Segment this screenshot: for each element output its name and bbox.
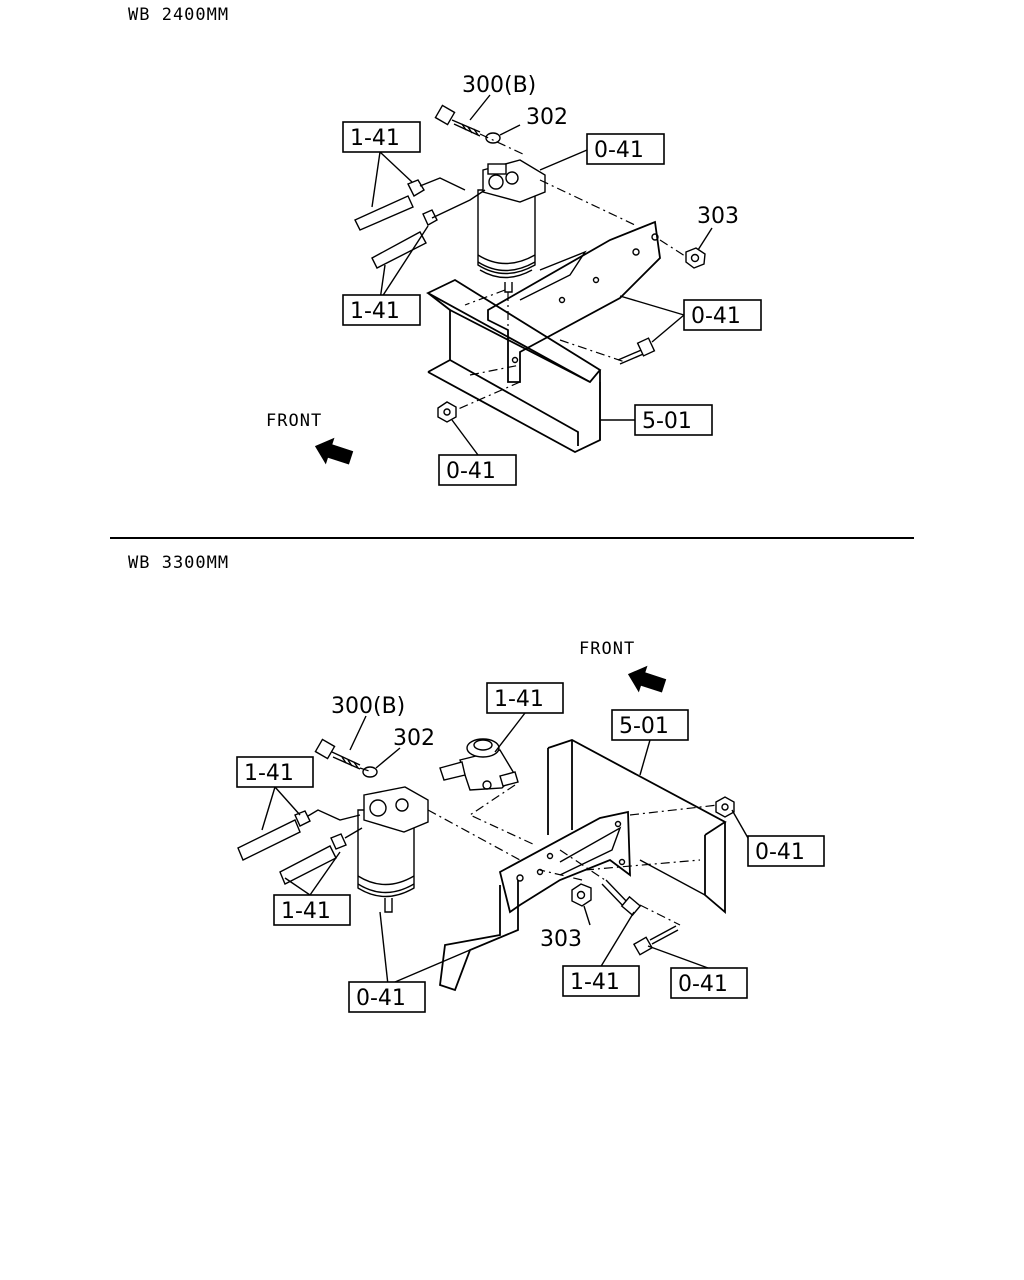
top-front-arrow-icon [314,437,354,465]
bottom-ref-box-141-pump [486,682,564,714]
bottom-ref-box-501-frame [611,709,689,741]
diagram-title-wb-3300: WB 3300MM [128,553,230,573]
bottom-ref-141-left-lower: 1-41 [281,899,331,924]
bottom-label-300b: 300(B) [331,694,405,719]
bottom-ref-141-pump: 1-41 [494,687,544,712]
top-label-303: 303 [697,204,739,229]
top-leader-lines [371,94,713,456]
bottom-assembly: 300(B) 302 303 1-41 1-41 1-41 5-01 0-41 … [236,639,825,1013]
bottom-priming-pump [439,738,519,791]
bottom-front-arrow-icon [627,665,667,693]
bottom-label-302: 302 [393,726,435,751]
top-ref-141-lower: 1-41 [350,299,400,324]
bottom-ref-box-041-bracket [348,981,426,1013]
top-ref-041-bracket: 0-41 [594,138,644,163]
bottom-bolt-300b [314,738,361,770]
bottom-ref-box-141-left-lower [273,894,351,926]
bottom-assembly-lines [359,767,719,926]
bottom-ref-box-141-left-upper [236,756,314,788]
bottom-ref-box-041-nut [747,835,825,867]
top-nut-303 [685,247,706,269]
top-frame-channel [426,278,602,454]
bottom-mounting-bracket [439,810,631,992]
bottom-ref-041-bolt: 0-41 [678,972,728,997]
bottom-fuel-hoses [237,809,363,885]
bottom-bolt-middle [601,879,642,917]
top-ref-box-041-bolt [683,299,762,331]
bottom-frame-channel [547,739,727,914]
bottom-ref-141-left-upper: 1-41 [244,761,294,786]
bottom-leader-lines [261,712,749,986]
bottom-front-label: FRONT [579,639,635,659]
top-ref-041-bolt: 0-41 [691,304,741,329]
bottom-ref-041-bracket: 0-41 [356,986,406,1011]
top-fuel-hoses [354,177,486,269]
top-washer-302 [485,132,501,144]
top-ref-box-041-bracket [586,133,665,165]
top-ref-141-upper: 1-41 [350,126,400,151]
bottom-nut-303 [571,883,592,907]
top-ref-box-041-nut [438,454,517,486]
bottom-ref-141-bolt: 1-41 [570,970,620,995]
bottom-ref-box-041-bolt [670,967,748,999]
top-front-label: FRONT [266,411,322,431]
bottom-label-303: 303 [540,927,582,952]
top-nut-lower [437,401,457,423]
top-ref-501-frame: 5-01 [642,409,692,434]
top-ref-box-141-lower [342,294,421,326]
top-assembly-lines [455,133,686,411]
top-fuel-filter [477,159,546,293]
bottom-ref-box-141-bolt [562,965,640,997]
bottom-ref-041-nut: 0-41 [755,840,805,865]
top-ref-box-501-frame [634,404,713,436]
top-mounting-bracket [487,220,661,383]
top-ref-041-nut: 0-41 [446,459,496,484]
bottom-ref-501-frame: 5-01 [619,714,669,739]
top-label-302: 302 [526,105,568,130]
top-ref-box-141-upper [342,121,421,153]
top-bolt-lower [617,337,656,365]
top-bolt-300b [434,104,481,137]
top-label-300b: 300(B) [462,73,536,98]
bottom-fuel-filter [357,786,429,913]
top-assembly: 300(B) 302 303 1-41 1-41 0-41 0-41 5-01 … [266,73,762,486]
diagram-title-wb-2400: WB 2400MM [128,5,230,25]
bottom-bolt-lower [632,925,679,956]
bottom-nut-right [715,796,735,818]
bottom-washer-302 [362,766,378,778]
